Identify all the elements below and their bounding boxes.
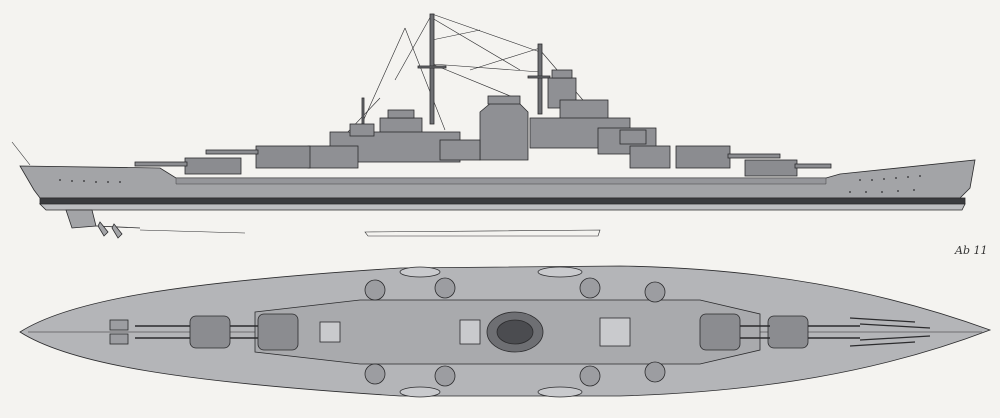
side-elevation-view — [11, 13, 976, 239]
masts — [361, 13, 551, 129]
funnel-cap — [487, 95, 521, 105]
rudder-and-propellers — [65, 209, 246, 239]
turret-anton — [744, 159, 798, 177]
foremast-yard — [417, 65, 447, 69]
boot-topping — [39, 197, 966, 205]
propeller-2 — [111, 223, 123, 239]
forward-deckhouse — [629, 145, 671, 169]
superstructure — [307, 69, 671, 169]
turret-anton-barrel — [794, 163, 832, 169]
turret-bruno-plan — [699, 313, 741, 351]
main-turrets-side — [134, 145, 832, 177]
turret-dora-plan — [189, 315, 231, 349]
bilge-keel — [364, 229, 601, 237]
secondary-turret-mid — [439, 139, 481, 161]
secondary-turrets-plan — [364, 277, 666, 387]
portholes — [59, 175, 921, 193]
main-turrets-plan — [189, 313, 809, 351]
funnel-cap — [496, 319, 534, 345]
propeller-1 — [97, 221, 109, 237]
aft-yard — [527, 75, 551, 79]
turret-dora-barrel — [134, 161, 188, 167]
main-mast — [429, 13, 435, 125]
turret-bruno — [675, 145, 731, 169]
secondary-turret-fwd — [619, 129, 647, 145]
aft-mast — [537, 43, 543, 115]
rudder — [65, 209, 97, 229]
aft-deckhouse — [307, 145, 359, 169]
secondary-turret-aft-1 — [349, 123, 375, 137]
turret-caesar-barrel — [205, 149, 259, 155]
anchor-chains — [849, 317, 931, 347]
turret-dora — [184, 157, 242, 175]
boats-and-fittings — [319, 266, 631, 398]
turret-anton-plan — [767, 315, 809, 349]
upper-hull-strake — [175, 177, 827, 185]
plan-view — [19, 265, 992, 398]
forward-rangefinder — [551, 69, 573, 79]
gun-barrels-plan — [135, 325, 860, 339]
stern-fittings — [109, 319, 129, 345]
jack-staff — [361, 97, 365, 129]
turret-caesar — [255, 145, 311, 169]
funnel — [479, 101, 529, 161]
artist-signature: Ab 11 — [955, 244, 988, 257]
turret-caesar-plan — [257, 313, 299, 351]
aft-rangefinder — [387, 109, 415, 119]
turret-bruno-barrel — [727, 153, 781, 159]
lower-hull — [39, 203, 966, 211]
